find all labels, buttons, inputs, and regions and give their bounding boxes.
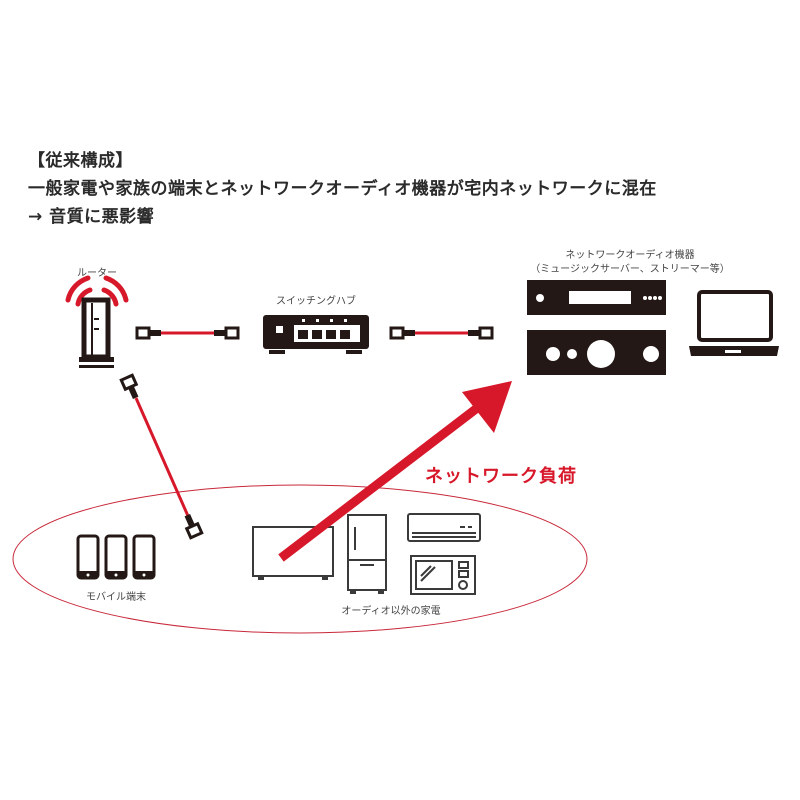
music-server-icon [527, 280, 666, 315]
network-audio-sublabel: （ミュージックサーバー、ストリーマー等） [530, 264, 730, 275]
appliances-label: オーディオ以外の家電 [341, 606, 441, 617]
tv-icon [252, 526, 334, 580]
router-icon [65, 275, 129, 368]
heading-title: 【従来構成】 [28, 151, 133, 171]
mobile-devices-icon [76, 534, 156, 580]
amplifier-icon [527, 330, 666, 375]
microwave-icon [410, 555, 476, 595]
lan-cable-router-home [119, 373, 204, 540]
network-audio-label: ネットワークオーディオ機器 [565, 250, 695, 261]
home-network-ellipse [12, 484, 588, 634]
lan-cable-router-hub [135, 326, 240, 340]
lan-cable-hub-audio [389, 326, 494, 340]
network-load-label: ネットワーク負荷 [425, 466, 577, 487]
heading-consequence: → 音質に悪影響 [28, 207, 155, 227]
air-conditioner-icon [407, 513, 481, 542]
switching-hub-label: スイッチングハブ [276, 296, 356, 307]
heading-description: 一般家電や家族の端末とネットワークオーディオ機器が宅内ネットワークに混在 [28, 179, 657, 199]
refrigerator-icon [347, 514, 387, 594]
router-label: ルーター [77, 268, 117, 279]
switching-hub-icon [263, 315, 369, 354]
laptop-icon [689, 290, 779, 356]
mobile-devices-label: モバイル端末 [86, 592, 146, 603]
network-load-arrow [278, 381, 512, 562]
